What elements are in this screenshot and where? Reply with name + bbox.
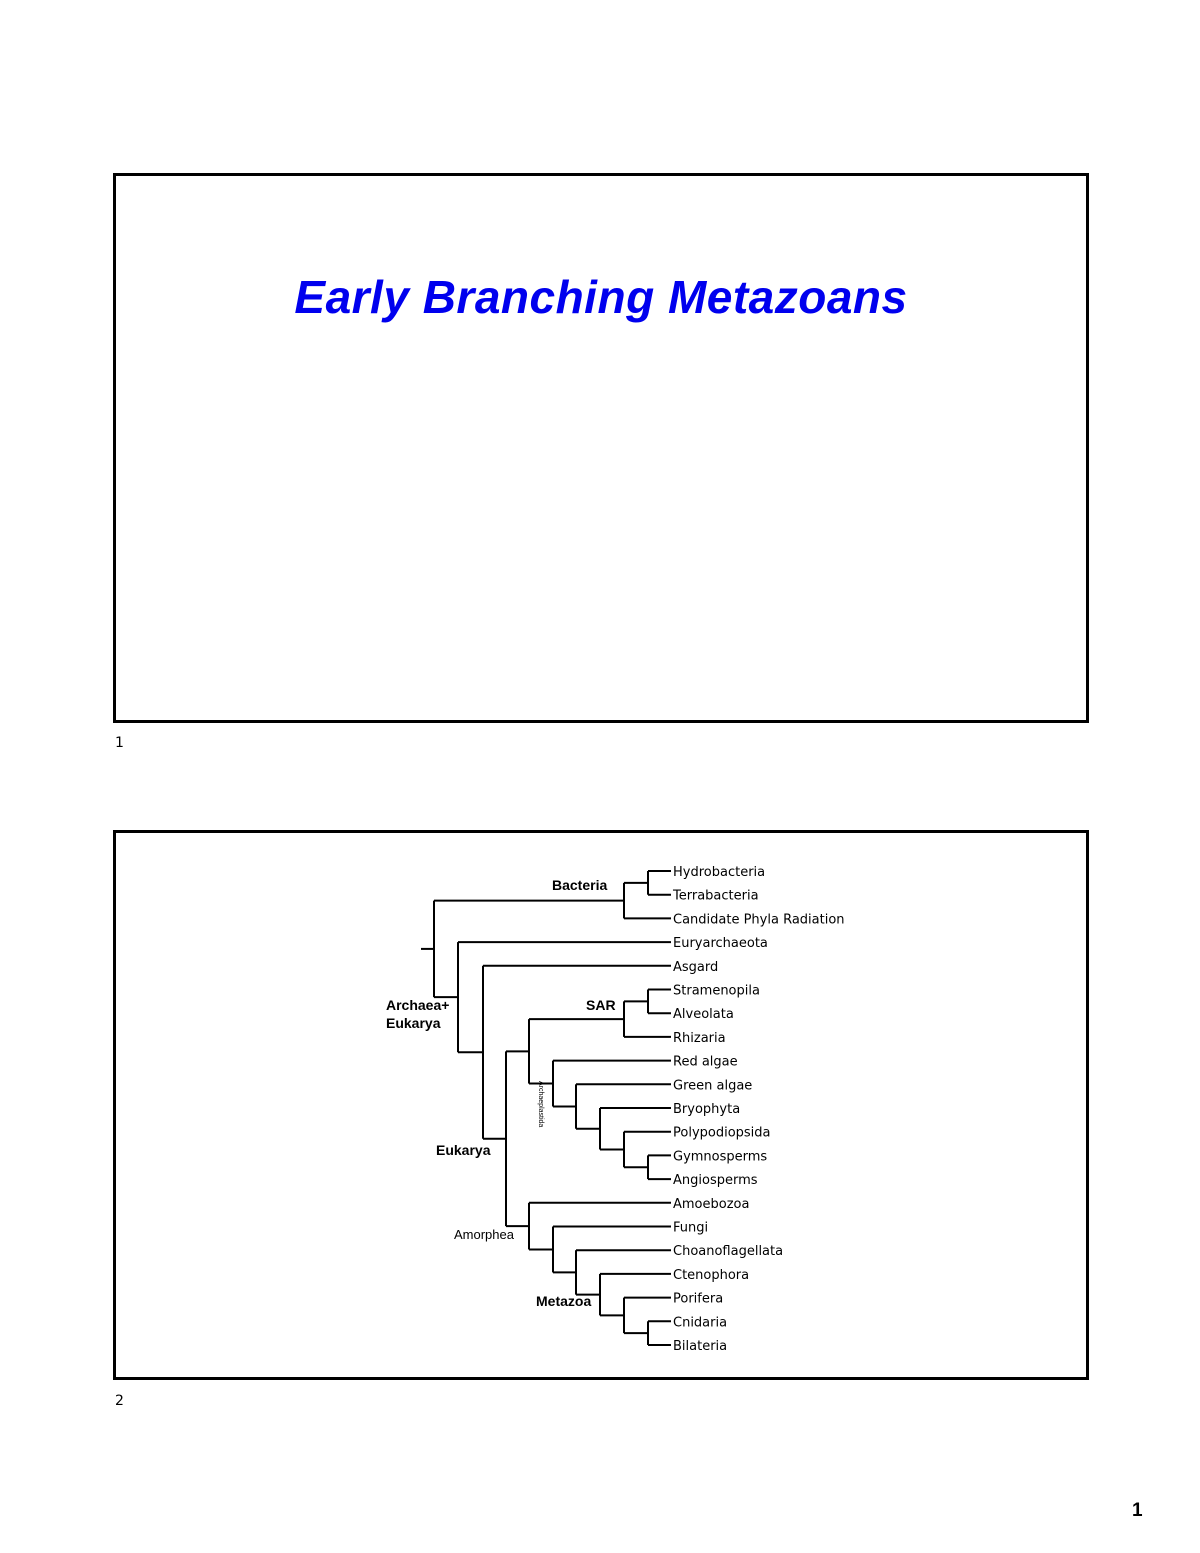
clade-label-eukarya: Eukarya bbox=[436, 1142, 491, 1158]
taxon-label: Choanoflagellata bbox=[673, 1244, 783, 1259]
taxon-label: Hydrobacteria bbox=[673, 865, 765, 880]
taxon-label: Terrabacteria bbox=[672, 889, 759, 904]
taxon-label: Red algae bbox=[673, 1055, 738, 1070]
slide-1: Early Branching Metazoans bbox=[113, 173, 1089, 723]
taxon-label: Cnidaria bbox=[673, 1315, 727, 1330]
tree-branches bbox=[421, 870, 671, 1346]
clade-label-metazoa: Metazoa bbox=[536, 1293, 591, 1309]
taxon-label: Gymnosperms bbox=[673, 1149, 767, 1164]
clade-label-archaeplastida: Archaeplastida bbox=[537, 1081, 544, 1127]
taxon-label: Amoebozoa bbox=[673, 1197, 749, 1212]
taxon-label: Bilateria bbox=[673, 1339, 727, 1354]
taxon-label: Green algae bbox=[673, 1078, 752, 1093]
taxon-label: Candidate Phyla Radiation bbox=[673, 912, 845, 927]
slide-number-2: 2 bbox=[115, 1393, 124, 1409]
taxon-label: Euryarchaeota bbox=[673, 936, 768, 951]
taxon-label: Angiosperms bbox=[673, 1173, 758, 1188]
clade-label-archaea-eukarya-2: Eukarya bbox=[386, 1015, 441, 1031]
taxon-label: Rhizaria bbox=[673, 1031, 726, 1046]
clade-label-sar: SAR bbox=[586, 997, 616, 1013]
taxon-label: Polypodiopsida bbox=[673, 1126, 771, 1141]
taxon-label: Bryophyta bbox=[673, 1102, 740, 1117]
clade-label-amorphea: Amorphea bbox=[454, 1227, 515, 1242]
taxon-label: Alveolata bbox=[673, 1007, 734, 1022]
taxon-label: Porifera bbox=[673, 1292, 723, 1307]
clade-label-bacteria: Bacteria bbox=[552, 877, 607, 893]
taxon-label: Stramenopila bbox=[673, 984, 760, 999]
slide-number-1: 1 bbox=[115, 735, 124, 751]
slide-title: Early Branching Metazoans bbox=[294, 271, 908, 323]
clade-label-archaea-eukarya: Archaea+ bbox=[386, 997, 449, 1013]
taxon-label: Fungi bbox=[673, 1221, 708, 1236]
taxon-label: Ctenophora bbox=[673, 1268, 749, 1283]
page-number: 1 bbox=[1132, 1500, 1143, 1521]
taxon-label: Asgard bbox=[673, 960, 718, 975]
